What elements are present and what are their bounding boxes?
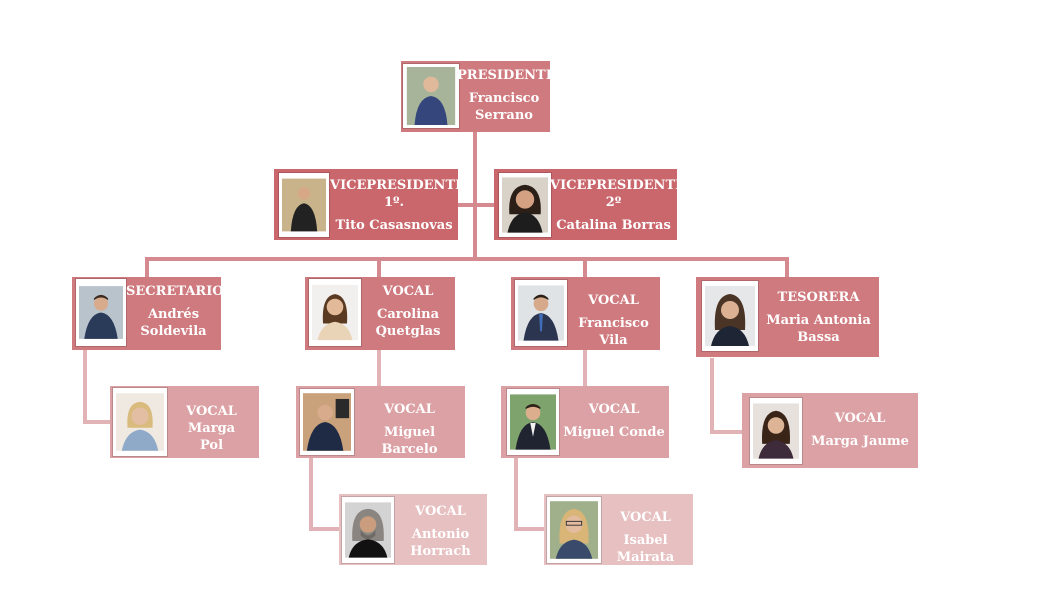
member-role: VOCAL [382,284,434,299]
person-photo-icon [403,64,459,128]
member-name: Carolina Quetglas [375,307,441,339]
member-name: Tito Casasnovas [335,218,453,233]
member-name: Catalina Borras [556,218,671,233]
member-card-vocal-francisco-vila[interactable]: VOCAL Francisco Vila [511,277,660,350]
connector-barcelo-horizontal [309,527,341,531]
member-name: Miguel Barcelo [381,425,438,457]
member-card-vocal-miguel-barcelo[interactable]: VOCAL Miguel Barcelo [296,386,465,458]
member-name: Maria Antonia Bassa [766,313,871,345]
member-role: VOCAL [415,504,466,519]
member-role: TESORERA [777,290,860,305]
person-photo-icon [702,281,758,351]
member-role: VOCAL [588,402,640,417]
member-card-vp1[interactable]: VICEPRESIDENTE 1º. Tito Casasnovas [274,169,466,240]
member-card-vocal-marga-pol[interactable]: VOCAL Marga Pol [110,386,259,458]
member-card-vp2[interactable]: VICEPRESIDENTE 2º Catalina Borras [494,169,686,240]
person-photo-icon [750,398,802,464]
connector-drop-secretary [145,257,149,277]
member-card-secretary[interactable]: SECRETARIO Andrés Soldevila [72,277,224,350]
connector-secretary-horizontal [83,420,111,424]
member-name: Francisco Serrano [468,91,540,123]
member-name: Isabel Mairata [616,533,675,565]
member-card-vocal-isabel-mairata[interactable]: VOCAL Isabel Mairata [544,494,693,565]
connector-carolina-vertical [377,350,381,386]
member-role: SECRETARIO [126,284,224,299]
person-photo-icon [76,279,126,346]
person-photo-icon [499,173,551,237]
member-role: VOCAL [834,411,886,426]
member-card-treasurer[interactable]: TESORERA Maria Antonia Bassa [696,277,879,357]
connector-treasurer-horizontal [710,430,744,434]
connector-drop-treasurer [785,257,789,277]
member-role: PRESIDENTE [457,68,556,83]
connector-drop-francisco [583,257,587,277]
person-photo-icon [547,497,601,563]
member-role: VOCAL Marga [186,404,237,436]
member-role: VOCAL [620,510,671,525]
member-card-vocal-miguel-conde[interactable]: VOCAL Miguel Conde [501,386,669,458]
person-photo-icon [300,389,354,455]
connector-treasurer-vertical [710,358,714,433]
member-card-vocal-carolina[interactable]: VOCAL Carolina Quetglas [305,277,455,350]
member-card-vocal-antonio-horrach[interactable]: VOCAL Antonio Horrach [339,494,487,565]
connector-conde-horizontal [514,527,546,531]
connector-francisco-vertical [583,350,587,386]
connector-secretary-vertical [83,350,87,422]
member-name: Francisco Vila [578,316,649,348]
member-name: Antonio Horrach [410,527,471,559]
member-name: Andrés Soldevila [140,307,207,339]
connector-conde-vertical [514,458,518,530]
member-role: VOCAL [384,402,435,417]
person-photo-icon [113,388,167,456]
member-name: Marga Jaume [811,434,909,449]
member-name: Pol [199,438,224,453]
member-role: VOCAL [588,293,639,308]
connector-drop-carolina [377,257,381,277]
member-name: Miguel Conde [563,425,665,440]
connector-barcelo-vertical [309,458,313,530]
connector-vp-horizontal [458,203,494,207]
person-photo-icon [279,173,329,237]
person-photo-icon [515,280,567,346]
connector-main-horizontal [145,257,789,261]
person-photo-icon [342,497,394,563]
person-photo-icon [507,389,559,455]
member-role: VICEPRESIDENTE 2º [550,178,686,210]
member-card-vocal-marga-jaume[interactable]: VOCAL Marga Jaume [742,393,918,468]
connector-president-down [473,132,477,259]
person-photo-icon [309,279,361,346]
member-role: VICEPRESIDENTE 1º. [330,178,466,210]
member-card-president[interactable]: PRESIDENTE Francisco Serrano [401,61,556,132]
